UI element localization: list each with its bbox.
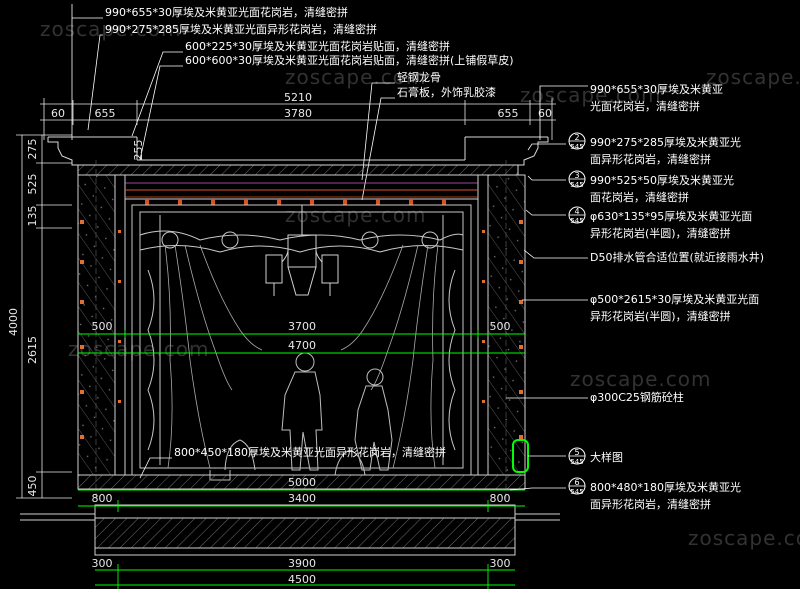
- dim-3700: 3700: [288, 320, 316, 333]
- dim-5000: 5000: [288, 476, 316, 489]
- right-note-line2: 光面花岗岩，清缝密拼: [590, 99, 700, 113]
- note-3: 600*225*30厚埃及米黄亚光面花岗岩贴面，清缝密拼: [185, 39, 450, 53]
- right-note-line1: φ630*135*95厚埃及米黄亚光面: [590, 209, 752, 223]
- bubble-sub: 545: [570, 488, 583, 496]
- dim-3900: 3900: [288, 557, 316, 570]
- watermark: zoscape.com: [40, 17, 181, 41]
- dim-left-655: 655: [95, 107, 116, 120]
- bubble-num: 6: [574, 478, 579, 487]
- right-note-line2: 面花岗岩，清缝密拼: [590, 190, 689, 204]
- dim-right-500: 500: [490, 320, 511, 333]
- watermark: zoscape.com: [688, 526, 800, 550]
- right-note-9: 6 545 800*480*180厚埃及米黄亚光 面异形花岗岩，清缝密拼: [568, 477, 741, 511]
- pier-anchors: [80, 220, 523, 439]
- dim-right-655: 655: [498, 107, 519, 120]
- bubble-num: 3: [574, 171, 579, 180]
- right-note-line1: 800*480*180厚埃及米黄亚光: [590, 480, 741, 494]
- dim-middle: 3780: [284, 107, 312, 120]
- left-pier: [77, 160, 126, 500]
- dim-left-60: 60: [51, 107, 65, 120]
- dim-3400: 3400: [288, 492, 316, 505]
- dim-4000: 4000: [7, 308, 20, 336]
- bubble-sub: 545: [570, 143, 583, 151]
- dim-inner-255: 255: [132, 140, 145, 161]
- green-dimensions: [78, 330, 529, 589]
- right-notes: 990*655*30厚埃及米黄亚 光面花岗岩，清缝密拼 2 545 990*27…: [568, 82, 764, 511]
- bubble-sub: 545: [570, 181, 583, 189]
- curtains: [164, 244, 439, 469]
- right-note-7: φ300C25钢筋砼柱: [590, 390, 684, 404]
- left-dim-text: 275 525 135 2615 4000 450: [7, 139, 39, 497]
- dim-450: 450: [26, 476, 39, 497]
- right-note-2: 2 545 990*275*285厚埃及米黄亚光 面异形花岗岩，清缝密拼: [568, 132, 741, 166]
- top-dim-text: 5210 3780 60 655 655 60 255: [51, 91, 552, 161]
- inner-dim-text: 500 3700 500 4700 5000 800 3400 800 300 …: [92, 320, 511, 586]
- right-note-line1: D50排水管合适位置(就近接雨水井): [590, 250, 764, 264]
- top-notes: 990*655*30厚埃及米黄亚光面花岗岩，清缝密拼 990*275*285厚埃…: [105, 5, 514, 99]
- note-4: 600*600*30厚埃及米黄亚光面花岗岩贴面，清缝密拼(上铺假草皮): [185, 53, 514, 67]
- right-leaders: [506, 85, 588, 491]
- dim-275: 275: [26, 139, 39, 160]
- right-note-3: 3 545 990*525*50厚埃及米黄亚光 面花岗岩，清缝密拼: [568, 170, 734, 204]
- dim-135: 135: [26, 206, 39, 227]
- right-note-line1: 990*525*50厚埃及米黄亚光: [590, 173, 734, 187]
- bottom-note: 800*450*180厚埃及米黄亚光面异形花岗岩，清缝密拼: [139, 445, 446, 479]
- dim-2615: 2615: [26, 336, 39, 364]
- cornice: [47, 136, 549, 176]
- right-note-line2: 面异形花岗岩，清缝密拼: [590, 497, 711, 511]
- right-note-5: D50排水管合适位置(就近接雨水井): [590, 250, 764, 264]
- note-2: 990*275*285厚埃及米黄亚光面异形花岗岩，清缝密拼: [105, 22, 377, 36]
- dim-right-300: 300: [490, 557, 511, 570]
- note-1: 990*655*30厚埃及米黄亚光面花岗岩，清缝密拼: [105, 5, 348, 19]
- dim-left-800: 800: [92, 492, 113, 505]
- watermark: zoscape.com: [570, 367, 711, 391]
- right-note-4: 4 545 φ630*135*95厚埃及米黄亚光面 异形花岗岩(半圆)，清缝密拼: [568, 206, 752, 240]
- right-note-line2: 面异形花岗岩，清缝密拼: [590, 152, 711, 166]
- right-note-8: 5 545 大样图: [568, 447, 623, 466]
- figures: [209, 352, 393, 481]
- dim-overall: 5210: [284, 91, 312, 104]
- right-note-line1: 大样图: [590, 450, 623, 464]
- watermark: zoscape.com: [706, 65, 800, 89]
- bubble-sub: 545: [570, 217, 583, 225]
- dim-right-60: 60: [538, 107, 552, 120]
- base: [20, 474, 560, 556]
- dim-right-800: 800: [490, 492, 511, 505]
- bubble-num: 2: [574, 133, 579, 142]
- watermark: zoscape.com: [285, 65, 426, 89]
- dim-left-300: 300: [92, 557, 113, 570]
- bubble-sub: 545: [570, 458, 583, 466]
- bottom-note-text: 800*450*180厚埃及米黄亚光面异形花岗岩，清缝密拼: [174, 445, 446, 459]
- note-5: 轻钢龙骨: [397, 70, 441, 84]
- right-pier: [477, 160, 526, 500]
- right-note-line1: 990*655*30厚埃及米黄亚: [590, 82, 723, 96]
- right-note-line1: 990*275*285厚埃及米黄亚光: [590, 135, 741, 149]
- dim-4500: 4500: [288, 573, 316, 586]
- top-dimensions: [40, 98, 556, 140]
- right-note-1: 990*655*30厚埃及米黄亚 光面花岗岩，清缝密拼: [590, 82, 723, 113]
- right-note-line2: 异形花岗岩(半圆)，清缝密拼: [590, 226, 731, 240]
- dim-525: 525: [26, 174, 39, 195]
- right-note-6: φ500*2615*30厚埃及米黄亚光面 异形花岗岩(半圆)，清缝密拼: [590, 292, 759, 323]
- right-note-line1: φ500*2615*30厚埃及米黄亚光面: [590, 292, 759, 306]
- dim-left-500: 500: [92, 320, 113, 333]
- watermark: zoscape.com: [285, 203, 426, 227]
- bubble-num: 5: [574, 448, 579, 457]
- left-dimensions: [16, 134, 72, 499]
- watermark: zoscape.com: [520, 83, 661, 107]
- right-note-line2: 异形花岗岩(半圆)，清缝密拼: [590, 309, 731, 323]
- top-beam: [124, 174, 479, 205]
- note-6: 石膏板，外饰乳胶漆: [397, 85, 496, 99]
- dim-4700: 4700: [288, 339, 316, 352]
- chandelier: [265, 205, 339, 296]
- bubble-num: 4: [574, 207, 579, 216]
- right-note-line1: φ300C25钢筋砼柱: [590, 390, 684, 404]
